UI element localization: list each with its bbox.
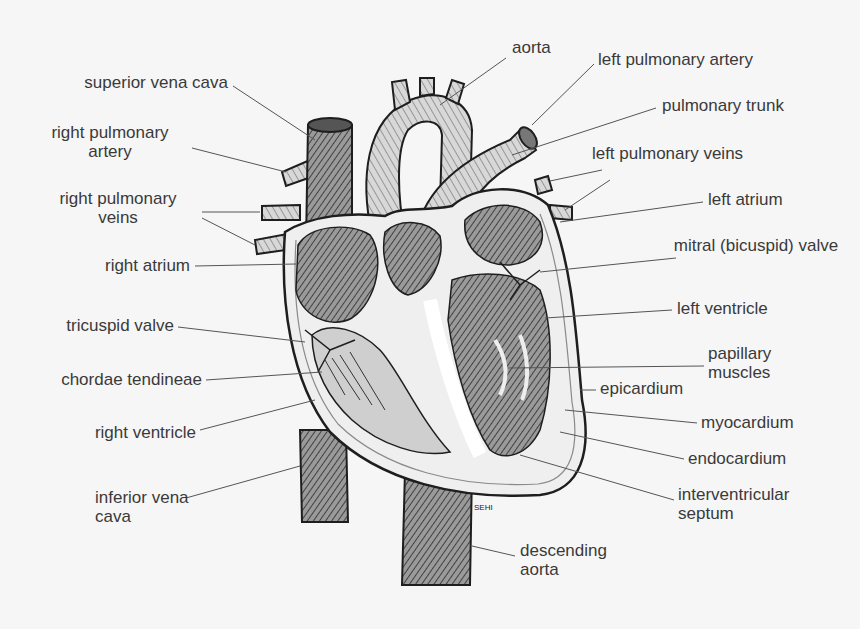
aortic-branches (392, 78, 464, 110)
tricuspid-valve-leaflets (305, 330, 355, 372)
part-label: inferior vena cava (95, 488, 210, 526)
part-label: tricuspid valve (66, 316, 174, 335)
part-label: left atrium (708, 190, 783, 209)
left-atrium-chamber (465, 205, 543, 265)
heart-wall (284, 189, 586, 495)
part-label: left ventricle (677, 299, 768, 318)
pulmonary-trunk-opening (515, 124, 540, 152)
chordae-tendineae-strands (325, 352, 385, 410)
part-label: myocardium (701, 413, 794, 432)
part-label: left pulmonary veins (590, 144, 745, 163)
part-label: pulmonary trunk (662, 96, 784, 115)
superior-vena-cava-opening (308, 118, 352, 132)
aortic-valve-chamber (384, 223, 441, 295)
part-label: left pulmonary artery (598, 50, 753, 69)
part-label: interventricular septum (678, 485, 838, 523)
interventricular-septum-wall (430, 300, 480, 455)
part-label: endocardium (688, 449, 786, 468)
part-label: superior vena cava (84, 73, 228, 92)
part-label: descending aorta (520, 541, 640, 579)
part-label: right pulmonary artery (30, 123, 190, 161)
part-label: right ventricle (95, 423, 196, 442)
part-label: chordae tendineae (61, 370, 202, 389)
mitral-valve-leaflets (500, 262, 540, 300)
part-label: aorta (512, 38, 551, 57)
part-label: right pulmonary veins (38, 189, 198, 227)
part-label: epicardium (600, 379, 683, 398)
right-ventricle-chamber (312, 328, 450, 454)
artist-signature: SEHI (474, 503, 493, 513)
part-label: mitral (bicuspid) valve (672, 236, 840, 255)
leader-lines (178, 58, 704, 556)
part-label: papillary muscles (708, 344, 803, 382)
inferior-vena-cava-vessel (300, 430, 348, 522)
heart-body (284, 189, 586, 495)
right-atrium-chamber (296, 227, 378, 322)
part-label: right atrium (105, 256, 190, 275)
